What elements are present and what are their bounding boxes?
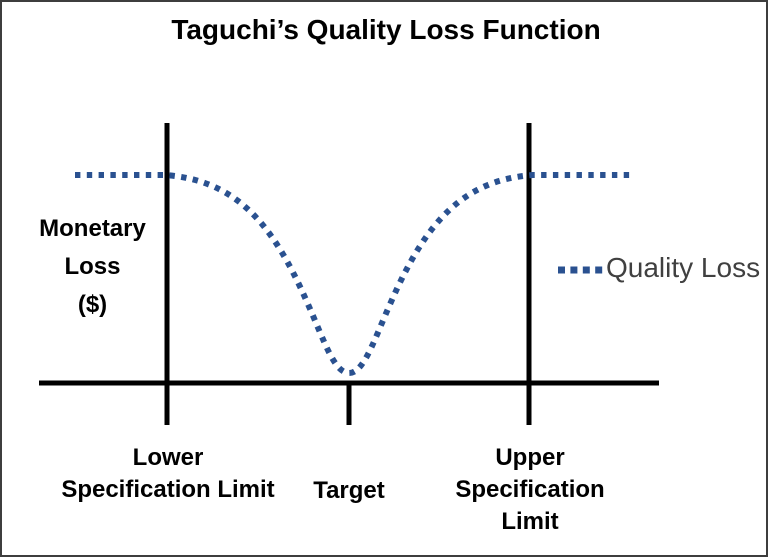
x-axis-label-lower-spec-limit: Lower Specification Limit	[61, 444, 275, 503]
legend-entry-quality-loss: Quality Loss	[606, 252, 761, 283]
x-axis-label-target: Target	[313, 477, 385, 504]
y-axis-label-line3: ($)	[77, 291, 108, 318]
x-axis-label-upper-spec-limit: Upper Specification Limit	[455, 444, 605, 535]
y-axis-label: Monetary Loss ($)	[20, 210, 165, 324]
chart-title: Taguchi’s Quality Loss Function	[171, 14, 601, 45]
y-axis-label-line1: Monetary	[39, 215, 146, 242]
y-axis-label-line2: Loss	[64, 253, 121, 280]
quality-loss-curve	[75, 172, 634, 377]
